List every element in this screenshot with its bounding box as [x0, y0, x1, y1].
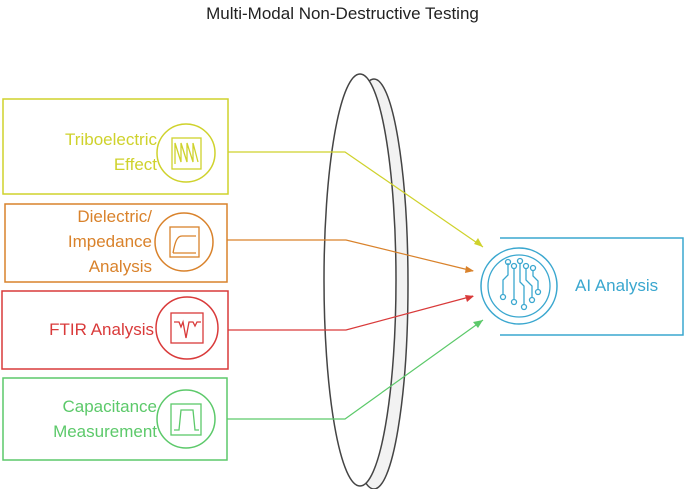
capacitance-label-line: Measurement	[53, 422, 157, 441]
lens-shape	[323, 73, 409, 489]
square-pulse-icon	[156, 389, 216, 449]
ftir-label-line: FTIR Analysis	[49, 320, 154, 339]
capacitance-connector	[227, 319, 484, 420]
dielectric-label-line: Dielectric/	[77, 207, 152, 226]
spectrum-absorption-icon	[155, 296, 219, 360]
connector-arrows	[227, 151, 484, 420]
diagram-title: Multi-Modal Non-Destructive Testing	[206, 4, 479, 23]
ai-analysis-label: AI Analysis	[575, 276, 659, 295]
capacitance-label-line: Capacitance	[62, 397, 157, 416]
dielectric-label-line: Analysis	[88, 257, 152, 276]
neural-circuit-icon	[480, 247, 558, 325]
ftir-label: FTIR Analysis	[10, 317, 154, 342]
triboelectric-label-line: Effect	[113, 155, 157, 174]
lens-front-face	[323, 73, 397, 487]
dielectric-label-line: Impedance	[67, 232, 152, 251]
capacitance-arrowhead	[473, 320, 483, 328]
triboelectric-label-line: Triboelectric	[65, 130, 157, 149]
triboelectric-arrowhead	[474, 238, 483, 247]
dielectric-connector	[227, 239, 474, 272]
ai-box	[500, 237, 684, 336]
sawtooth-waveform-icon	[156, 123, 216, 183]
ftir-arrowhead	[465, 295, 474, 302]
capacitance-label: Capacitance Measurement	[10, 394, 157, 444]
triboelectric-connector	[228, 151, 484, 248]
dielectric-arrowhead	[465, 266, 474, 273]
dielectric-label: Dielectric/ Impedance Analysis	[10, 204, 152, 279]
step-response-curve-icon	[154, 212, 214, 272]
triboelectric-label: Triboelectric Effect	[10, 127, 157, 177]
ftir-connector	[228, 295, 474, 331]
